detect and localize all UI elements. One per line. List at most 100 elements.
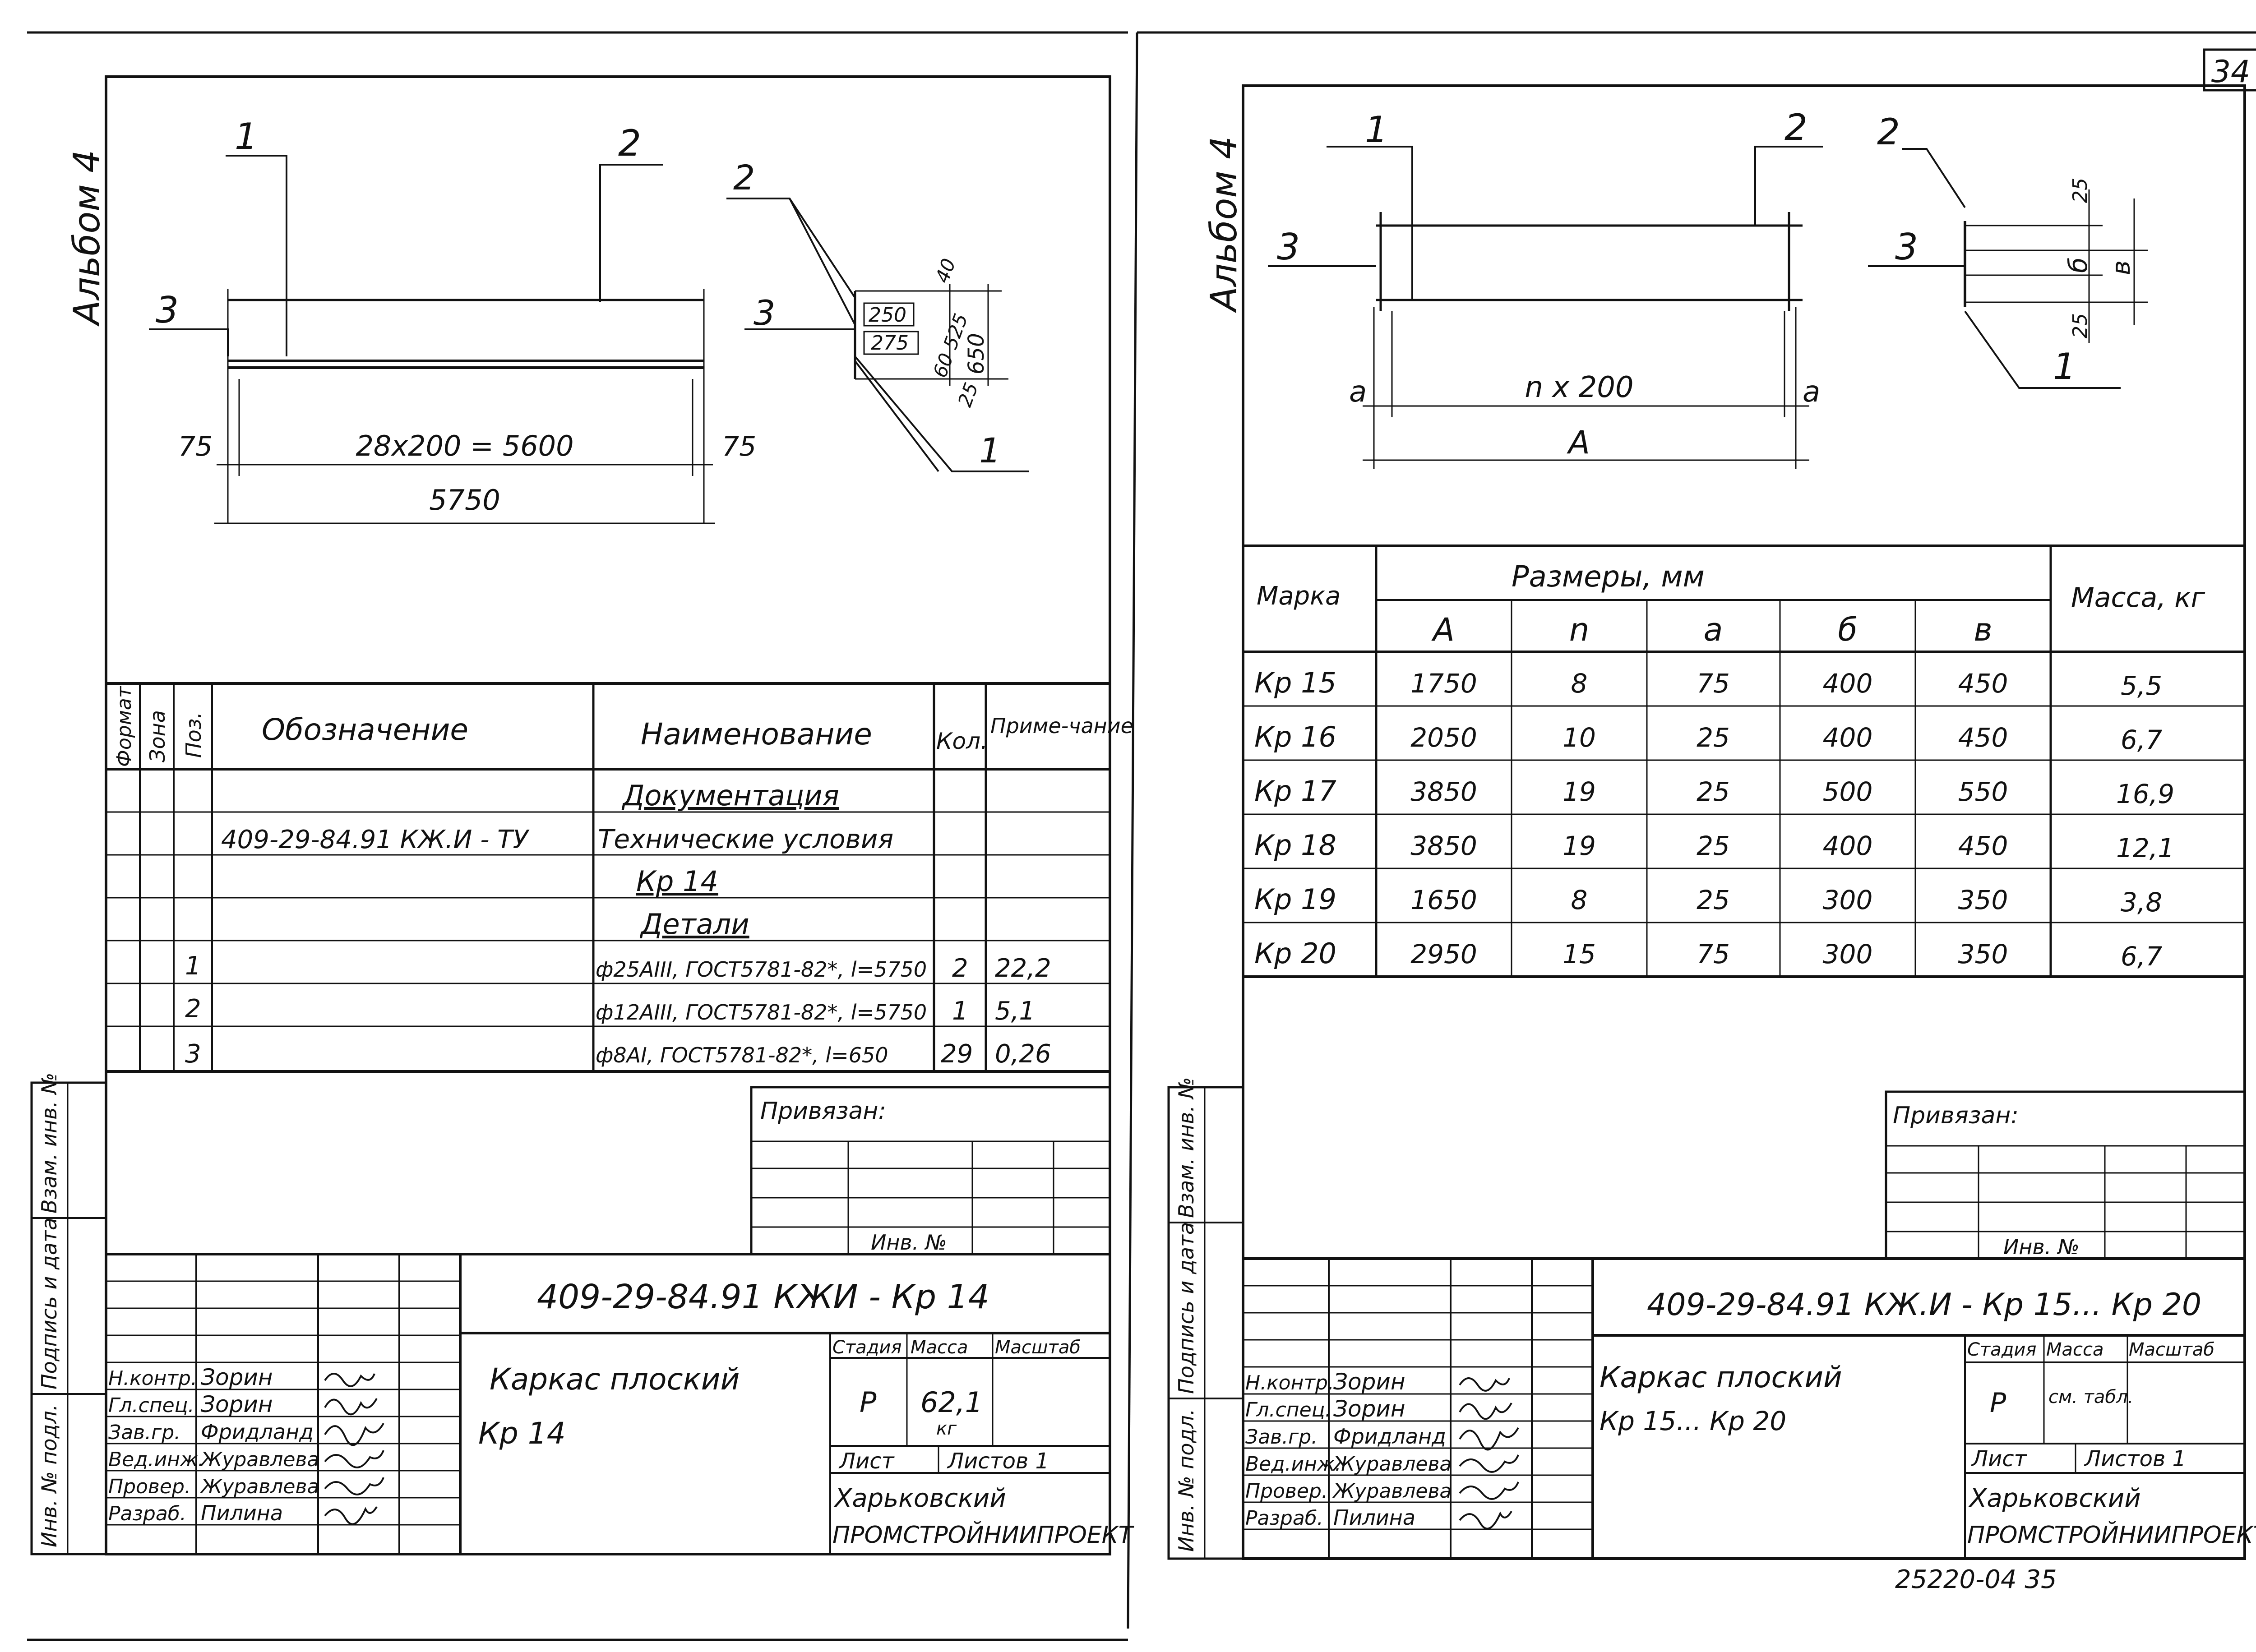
frame-plan-view: 1 2 3 a a n x 200 A [1268, 106, 1823, 469]
header-sizes: Размеры, мм [1512, 560, 1705, 594]
section-pos-3: 3 [1895, 226, 1918, 268]
spec-row-3-name: Детали [639, 908, 749, 941]
person-2-name: Фридланд [201, 1420, 314, 1444]
spec-row-0-name: Документация [621, 779, 839, 812]
page-number: 34 [2203, 48, 2256, 92]
frame-section-view: 2 3 1 25 б в 25 [1868, 111, 2148, 389]
person-0-name: Зорин [1333, 1369, 1405, 1395]
org-line-1: Харьковский [1968, 1484, 2141, 1513]
dim-a-left: a [1349, 375, 1367, 409]
spec-row-2-name: Кр 14 [636, 865, 718, 898]
privyazan-label: Привязан: [1893, 1102, 2019, 1129]
dim-total: A [1567, 424, 1590, 461]
title-line-1: Каркас плоский [490, 1362, 740, 1397]
row-4-b: 300 [1823, 885, 1873, 915]
section-pos-1: 1 [2053, 346, 2076, 388]
mass-label: Масса [911, 1337, 968, 1358]
person-4-name: Журавлева [199, 1475, 319, 1498]
spec-row-1-name: Технические условия [598, 824, 893, 854]
row-0-n: 8 [1571, 668, 1588, 699]
mass-value: см. табл. [2048, 1387, 2133, 1407]
row-4-n: 8 [1571, 885, 1588, 915]
row-5-mass: 6,7 [2121, 941, 2162, 972]
sub-header-a: a [1704, 611, 1723, 648]
section-pos-2: 2 [1877, 111, 1900, 153]
side-stamp: Взам. инв. № Подпись и дата Инв. № подл. [1167, 1077, 1244, 1560]
row-2-mark: Кр 17 [1254, 775, 1336, 808]
row-4-mark: Кр 19 [1254, 883, 1336, 916]
side-label-vzam: Взам. инв. № [37, 1073, 61, 1214]
inv-no-label: Инв. № [871, 1230, 947, 1255]
bottom-code: 25220-04 35 [1895, 1565, 2057, 1594]
row-0-a: 75 [1697, 668, 1730, 699]
spec-row-4-pos: 1 [185, 951, 201, 981]
sec-dim-v: в [2107, 260, 2136, 275]
row-5-mark: Кр 20 [1254, 937, 1336, 970]
header-mark: Марка [1257, 581, 1341, 611]
person-5-name: Пилина [1333, 1505, 1415, 1530]
sec-dim-650: 650 [964, 333, 989, 374]
mass-unit: кг [936, 1418, 957, 1439]
sec-dim-275: 275 [871, 332, 909, 355]
person-0-role: Н.контр. [1245, 1371, 1334, 1394]
sec-dim-b: б [2064, 257, 2093, 273]
row-0-mass: 5,5 [2121, 670, 2162, 701]
row-4-A: 1650 [1410, 885, 1477, 915]
sec-dim-25-bot: 25 [2069, 313, 2092, 338]
section-pos-2: 2 [733, 157, 755, 198]
person-4-role: Провер. [1245, 1480, 1328, 1503]
header-mass: Масса, кг [2071, 582, 2205, 614]
person-1-role: Гл.спец. [1245, 1398, 1331, 1421]
row-1-mass: 6,7 [2121, 724, 2162, 755]
person-1-name: Зорин [1333, 1396, 1405, 1422]
stage-label: Стадия [1967, 1339, 2036, 1360]
row-4-v: 350 [1958, 885, 2008, 915]
dim-edge-right: 75 [722, 431, 756, 462]
spec-row-4-name: ф25AIII, ГОСТ5781-82*, l=5750 [596, 957, 927, 982]
sec-dim-25-top: 25 [2069, 178, 2092, 203]
frame-plan-view: 1 2 3 28x200 = 5600 75 75 5750 [149, 115, 756, 524]
spec-row-6-pos: 3 [185, 1039, 201, 1069]
scale-label: Масштаб [2129, 1339, 2214, 1360]
row-4-mass: 3,8 [2121, 887, 2162, 918]
privyazan-label: Привязан: [760, 1098, 886, 1125]
row-1-A: 2050 [1410, 722, 1477, 753]
spec-row-5-pos: 2 [185, 994, 201, 1024]
person-3-role: Вед.инж. [1245, 1453, 1341, 1476]
stage-value: Р [860, 1386, 877, 1419]
row-2-n: 19 [1563, 776, 1596, 807]
signatures [1459, 1377, 1519, 1530]
pos-3-label: 3 [1277, 226, 1300, 268]
person-3-name: Журавлева [199, 1448, 319, 1471]
section-pos-1: 1 [979, 430, 1001, 471]
album-label: Альбом 4 [1203, 136, 1245, 314]
row-0-b: 400 [1823, 668, 1873, 699]
row-0-mark: Кр 15 [1254, 666, 1336, 699]
specification-table: Формат Зона Поз. Обозначение Наименовани… [106, 682, 1133, 1073]
person-0-role: Н.контр. [108, 1367, 197, 1390]
person-3-name: Журавлева [1332, 1453, 1452, 1476]
spec-row-4-note: 22,2 [995, 954, 1051, 983]
right-sheet: Альбом 4 1 2 3 a a n x 200 A [1167, 84, 2256, 1560]
row-3-n: 19 [1563, 831, 1596, 861]
sec-dim-250: 250 [869, 304, 906, 327]
sizes-table: Марка Размеры, мм Масса, кг A n a б в Кр… [1243, 545, 2245, 978]
row-5-A: 2950 [1410, 939, 1477, 969]
side-label-inv: Инв. № подл. [1174, 1409, 1198, 1552]
spec-row-6-note: 0,26 [995, 1039, 1051, 1069]
person-5-name: Пилина [201, 1501, 283, 1525]
left-sheet: Альбом 4 1 2 3 28x200 = 5600 75 75 5750 [30, 75, 1135, 1555]
mass-label: Масса [2046, 1339, 2104, 1360]
spec-row-4-qty: 2 [952, 954, 968, 983]
person-5-role: Разраб. [1245, 1507, 1323, 1530]
spec-header-pos: Поз. [181, 712, 206, 758]
sub-header-A: A [1431, 611, 1455, 648]
svg-text:34: 34 [2211, 54, 2251, 90]
doc-code: 409-29-84.91 КЖ.И - Кр 15... Кр 20 [1647, 1287, 2201, 1323]
spec-row-1-designation: 409-29-84.91 КЖ.И - ТУ [221, 825, 530, 854]
signatures [324, 1373, 384, 1525]
row-2-a: 25 [1697, 776, 1730, 807]
spec-header-zone: Зона [145, 710, 170, 762]
row-2-mass: 16,9 [2116, 779, 2174, 809]
row-3-v: 450 [1958, 831, 2008, 861]
